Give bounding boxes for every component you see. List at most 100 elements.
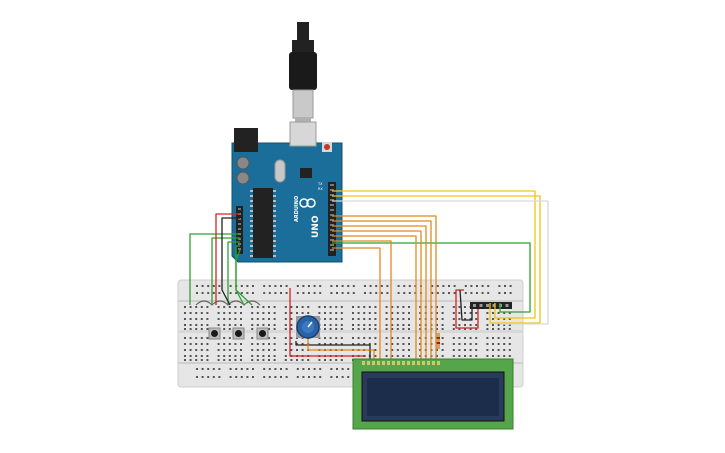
breadboard-hole bbox=[184, 328, 186, 330]
breadboard-hole bbox=[396, 328, 399, 330]
lcd-16x2[interactable] bbox=[352, 358, 514, 430]
wire-orange-3[interactable] bbox=[332, 225, 427, 362]
pin-header-strip[interactable] bbox=[470, 302, 512, 309]
wire-green-6[interactable] bbox=[235, 249, 253, 306]
potentiometer[interactable] bbox=[296, 315, 320, 339]
breadboard-hole bbox=[273, 328, 276, 330]
pushbutton-1[interactable] bbox=[208, 327, 221, 340]
breadboard-hole bbox=[324, 328, 326, 330]
breadboard-hole bbox=[229, 292, 232, 294]
breadboard-hole bbox=[207, 376, 210, 378]
breadboard-hole bbox=[486, 349, 489, 351]
breadboard-hole bbox=[402, 318, 405, 320]
wire-orange-2[interactable] bbox=[332, 220, 432, 362]
breadboard-hole bbox=[453, 292, 456, 294]
wire-green-3[interactable] bbox=[211, 237, 240, 305]
breadboard-hole bbox=[285, 376, 288, 378]
breadboard-hole bbox=[363, 318, 366, 320]
breadboard-hole bbox=[228, 312, 231, 314]
breadboard-hole bbox=[217, 343, 220, 345]
breadboard-hole bbox=[284, 359, 287, 361]
chip-pin bbox=[273, 250, 276, 252]
breadboard-hole bbox=[396, 355, 399, 357]
breadboard-hole bbox=[357, 318, 360, 320]
breadboard-hole bbox=[347, 376, 350, 378]
breadboard-hole bbox=[290, 312, 293, 314]
wire-yellow-2[interactable] bbox=[332, 195, 541, 324]
wire-black-2[interactable] bbox=[295, 341, 371, 360]
chip-pin bbox=[250, 210, 253, 212]
breadboard-hole bbox=[251, 349, 254, 351]
wire-green-4[interactable] bbox=[227, 241, 240, 305]
breadboard-hole bbox=[262, 306, 265, 308]
breadboard-hole bbox=[503, 324, 506, 326]
breadboard-hole bbox=[206, 349, 209, 351]
breadboard-hole bbox=[363, 324, 366, 326]
breadboard-hole bbox=[340, 324, 343, 326]
breadboard-hole bbox=[340, 359, 343, 361]
breadboard-hole bbox=[503, 343, 506, 345]
lcd-pin bbox=[407, 361, 410, 365]
wire-green-1[interactable] bbox=[332, 242, 531, 313]
breadboard-hole bbox=[475, 355, 478, 357]
wire-black-3[interactable] bbox=[459, 289, 473, 321]
breadboard-hole bbox=[223, 337, 226, 339]
atmega-chip bbox=[253, 188, 273, 258]
breadboard-hole bbox=[458, 306, 461, 308]
breadboard-hole bbox=[284, 349, 287, 351]
breadboard-hole bbox=[184, 318, 186, 320]
breadboard-hole bbox=[251, 312, 254, 314]
breadboard-hole bbox=[492, 343, 494, 345]
breadboard-hole bbox=[357, 312, 360, 314]
chip-pin bbox=[273, 240, 276, 242]
wire-black-1[interactable] bbox=[221, 217, 240, 306]
pushbutton-4[interactable] bbox=[185, 328, 196, 339]
arduino-uno-board[interactable]: ARDUINO UNO TX RX bbox=[231, 121, 343, 263]
wire-red-1[interactable] bbox=[215, 213, 240, 305]
breadboard-hole bbox=[268, 285, 271, 287]
breadboard-hole bbox=[296, 349, 298, 351]
usb-cable[interactable] bbox=[289, 22, 317, 126]
breadboard-hole bbox=[256, 355, 259, 357]
breadboard-hole bbox=[228, 343, 231, 345]
breadboard-hole bbox=[263, 376, 266, 378]
wire-orange-4[interactable] bbox=[332, 230, 422, 362]
breadboard-hole bbox=[336, 376, 338, 378]
breadboard-hole bbox=[262, 324, 265, 326]
breadboard-hole bbox=[497, 324, 500, 326]
breadboard-hole bbox=[290, 337, 293, 339]
wire-orange-7[interactable] bbox=[332, 247, 381, 362]
wire-red-2[interactable] bbox=[289, 288, 366, 357]
wire-orange-5[interactable] bbox=[332, 235, 417, 362]
chip-pin bbox=[250, 240, 253, 242]
breadboard-hole bbox=[290, 349, 293, 351]
breadboard-hole bbox=[234, 324, 237, 326]
breadboard-hole bbox=[240, 368, 243, 370]
analog-pin bbox=[238, 243, 241, 245]
breadboard-hole bbox=[273, 343, 276, 345]
breadboard-hole bbox=[290, 318, 293, 320]
wire-green-2[interactable] bbox=[189, 233, 240, 305]
wire-orange-1[interactable] bbox=[332, 215, 437, 362]
chip-pins bbox=[250, 190, 276, 257]
breadboard-hole bbox=[234, 318, 237, 320]
breadboard-hole bbox=[486, 318, 489, 320]
breadboard-hole bbox=[223, 355, 226, 357]
breadboard-hole bbox=[458, 343, 461, 345]
chip-pin bbox=[250, 235, 253, 237]
breadboard-hole bbox=[402, 355, 405, 357]
breadboard-hole bbox=[374, 312, 377, 314]
breadboard-hole bbox=[228, 337, 231, 339]
analog-pin bbox=[238, 228, 241, 230]
chip-pin bbox=[273, 230, 276, 232]
wire-orange-6[interactable] bbox=[332, 240, 392, 362]
pushbutton-2[interactable] bbox=[232, 327, 245, 340]
breadboard-hole bbox=[268, 355, 270, 357]
wire-red-3[interactable] bbox=[455, 289, 479, 329]
wire-white[interactable] bbox=[332, 200, 549, 325]
wire-yellow-1[interactable] bbox=[332, 190, 536, 319]
breadboard-hole bbox=[262, 312, 265, 314]
breadboard-hole bbox=[206, 328, 209, 330]
wire-orange-pot[interactable] bbox=[307, 339, 375, 362]
pushbutton-3[interactable] bbox=[256, 327, 269, 340]
